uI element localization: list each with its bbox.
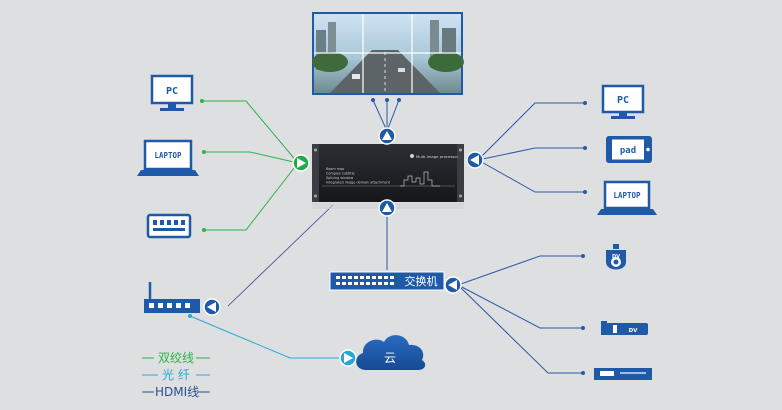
line-pc-left — [202, 100, 299, 164]
arrow-switch-right — [444, 276, 462, 294]
recorder-icon — [594, 368, 652, 380]
pad-icon: pad — [606, 136, 652, 163]
laptop-left-label: LAPTOP — [154, 151, 182, 160]
pc-left-label: PC — [166, 86, 178, 97]
line-pc-right — [477, 102, 585, 161]
arrow-left-input — [292, 154, 310, 172]
cloud-label: 云 — [384, 351, 396, 365]
arrow-screen — [378, 127, 396, 145]
line-laptop-right — [477, 159, 585, 193]
arrow-cloud — [339, 349, 357, 367]
network-switch: 交换机 — [329, 271, 445, 291]
legend-fiber: 光 纤 — [162, 368, 190, 382]
video-wall — [312, 12, 464, 95]
line-router-processor — [227, 204, 334, 307]
pc-right-icon: PC — [601, 84, 645, 119]
processor-line-2: Complex subtitle — [326, 172, 355, 176]
router-icon — [144, 282, 200, 313]
line-screen-1 — [372, 99, 388, 132]
line-encoder-left — [204, 162, 299, 231]
legend-twisted-pair: 双绞线 — [158, 350, 194, 365]
laptop-right-label: LAPTOP — [613, 191, 641, 200]
line-switch-recorder — [457, 284, 583, 374]
connection-lines — [189, 99, 585, 374]
line-router-cloud — [189, 315, 345, 359]
bullet-camera-icon: DV — [601, 321, 648, 335]
line-pad-right — [477, 147, 585, 161]
switch-label: 交换机 — [405, 274, 438, 288]
line-switch-camera — [457, 284, 583, 329]
processor-line-3: Splicing window — [326, 176, 353, 180]
line-laptop-left — [204, 151, 299, 164]
multi-image-processor: Multi-image processor Room map Complex s… — [312, 144, 464, 209]
encoder-box-icon — [146, 213, 192, 239]
processor-brand: Multi-image processor — [416, 154, 459, 159]
laptop-right-icon: LAPTOP — [597, 180, 657, 215]
pc-right-label: PC — [617, 95, 629, 106]
line-switch-dv — [457, 255, 583, 286]
line-screen-3 — [386, 99, 400, 132]
pad-label: pad — [620, 146, 636, 156]
dv-camera-label: DV — [612, 254, 620, 260]
dv-camera-icon: DV — [606, 244, 626, 270]
connector-dots — [188, 98, 587, 375]
legend: 双绞线 光 纤 HDMI线 — [142, 350, 210, 399]
arrow-router — [203, 298, 221, 316]
arrow-right-input — [466, 151, 484, 169]
processor-line-1: Room map — [326, 167, 344, 171]
pc-left-icon: PC — [150, 74, 194, 111]
bullet-camera-label: DV — [629, 328, 639, 334]
arrow-switch-up — [378, 199, 396, 217]
processor-line-4: Integrated image domain attachment — [326, 181, 391, 185]
legend-hdmi: HDMI线 — [155, 385, 199, 399]
cloud-icon: 云 — [356, 335, 426, 370]
laptop-left-icon: LAPTOP — [137, 139, 199, 176]
